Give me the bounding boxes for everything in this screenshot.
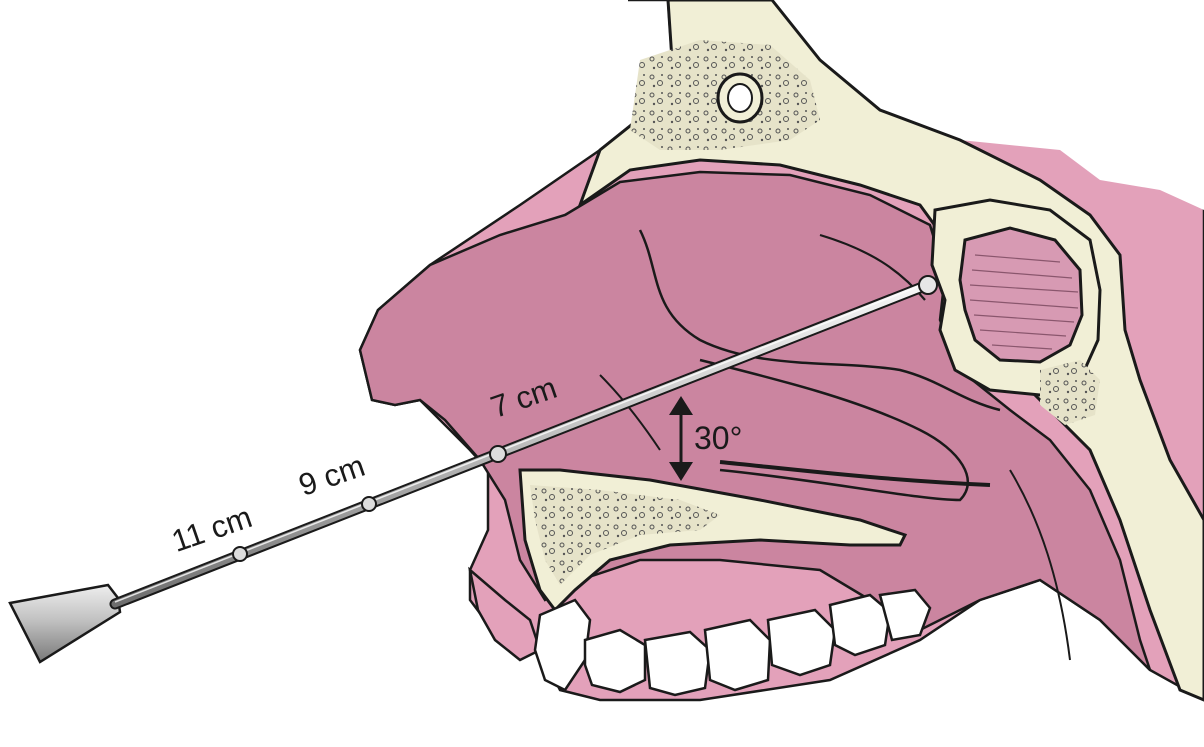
sphenoid-sinus bbox=[960, 228, 1082, 362]
tooth-4 bbox=[705, 620, 770, 690]
marker-9cm bbox=[362, 497, 376, 511]
marker-11cm bbox=[233, 547, 247, 561]
tooth-6 bbox=[830, 595, 890, 655]
tooth-3 bbox=[645, 632, 710, 695]
probe-hub bbox=[10, 585, 120, 662]
tooth-2 bbox=[585, 630, 645, 692]
label-angle: 30° bbox=[694, 422, 742, 454]
marker-7cm bbox=[490, 446, 506, 462]
probe-tip bbox=[919, 276, 937, 294]
tooth-5 bbox=[768, 610, 835, 675]
